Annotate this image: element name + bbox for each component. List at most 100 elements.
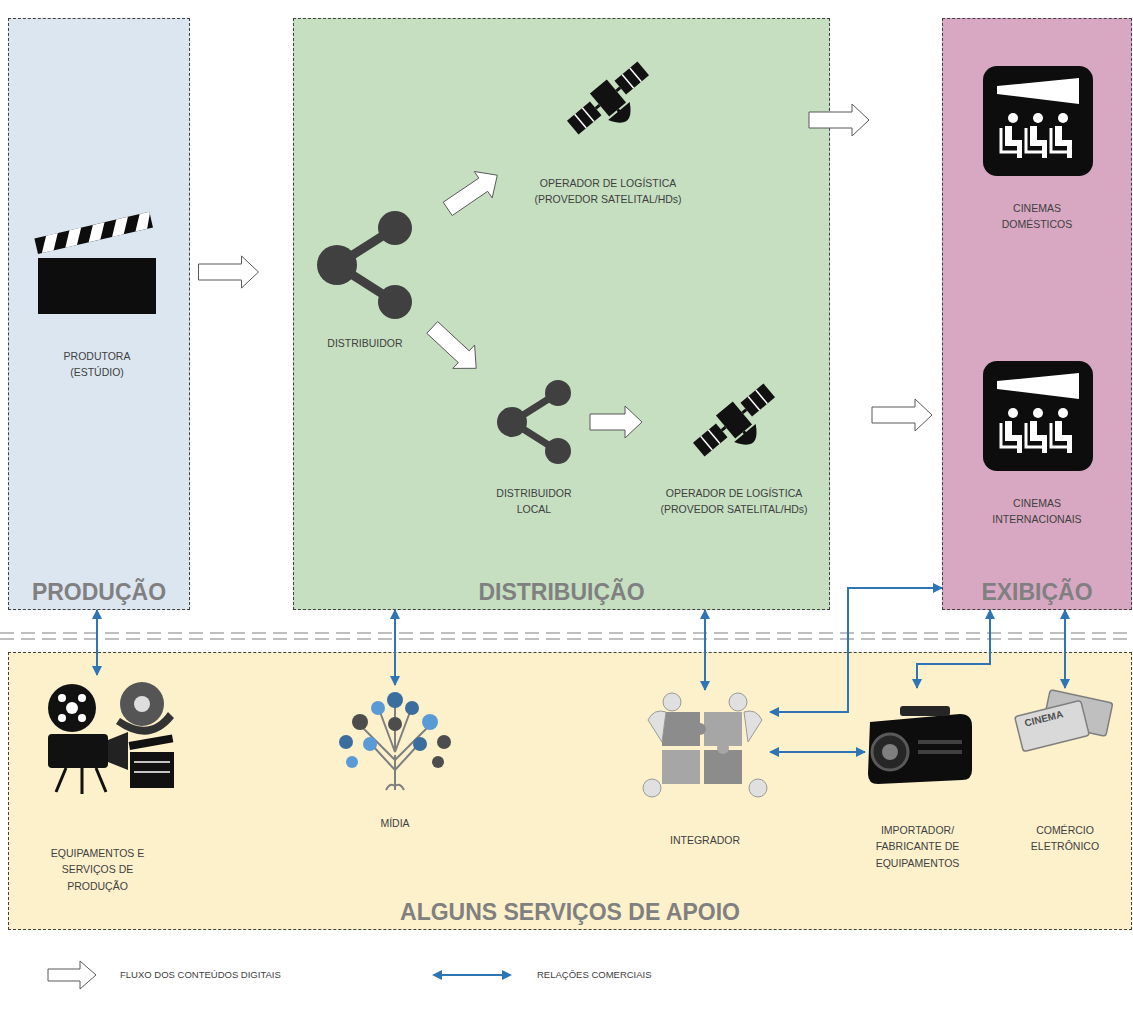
legend-text: RELAÇÕES COMERCIAIS [537,969,652,980]
media-tree-icon [405,701,419,715]
share-icon [512,393,558,422]
media-tree-icon [422,714,438,730]
process-node: INTEGRADOR [640,690,770,852]
node-label: PRODUTORA (ESTÚDIO) [42,348,152,381]
commercial-relation-line [770,751,865,753]
process-node: IMPORTADOR/ FABRICANTE DE EQUIPAMENTOS [865,688,970,875]
separator-line [0,632,1133,634]
ticket-icon [1043,690,1113,737]
media-tree-icon [371,701,385,715]
content-flow-arrow [427,322,476,369]
film-equipment-icon [56,768,66,792]
projector-icon [868,714,972,784]
share-icon [497,380,571,464]
stage-band: PRODUÇÃOPRODUTORA (ESTÚDIO) [8,18,190,610]
process-node: EQUIPAMENTOS E SERVIÇOS DE PRODUÇÃO [45,675,150,898]
clapperboard-icon [34,212,153,254]
film-equipment-icon [134,696,150,712]
projector-icon [868,706,972,784]
node-label: MÍDIA [340,815,450,831]
media-tree-icon [363,737,377,751]
stage-title: EXIBIÇÃO [943,579,1131,606]
node-label: INTEGRADOR [640,832,770,848]
media-tree-icon [413,737,427,751]
clapperboard-icon [34,212,156,314]
node-label: EQUIPAMENTOS E SERVIÇOS DE PRODUÇÃO [45,845,150,894]
media-tree-icon [360,705,430,790]
projector-icon [872,734,908,770]
stage-title: DISTRIBUIÇÃO [294,579,829,606]
share-icon [317,211,412,319]
share-icon [317,245,357,285]
media-tree-icon [386,785,404,790]
share-icon [337,265,395,302]
clapperboard-icon [132,212,153,232]
media-tree-icon [387,692,403,708]
media-tree-icon [346,756,358,768]
ticket-icon [1015,700,1090,751]
stage-band: ALGUNS SERVIÇOS DE APOIOEQUIPAMENTOS E S… [8,652,1132,930]
puzzle-people-icon [704,750,742,784]
clapperboard-icon [34,212,153,254]
media-tree-icon [352,714,368,730]
node-label: OPERADOR DE LOGÍSTICA (PROVEDOR SATELITA… [520,175,696,208]
process-node: MÍDIA [340,685,450,835]
film-equipment-icon [81,768,84,794]
commercial-relation-line [96,610,98,675]
film-equipment-icon [78,714,86,722]
clapperboard-icon [38,258,156,314]
puzzle-people-icon [662,750,700,784]
clapperboard-icon [38,233,61,253]
film-equipment-icon [116,712,174,735]
illustration-layer [689,379,788,472]
node-label: CINEMAS INTERNACIONAIS [982,495,1092,528]
separator-line [0,633,1133,639]
share-icon [378,285,412,319]
projector-icon [900,706,950,716]
ticket-icon [1015,690,1113,752]
film-equipment-icon [134,761,170,763]
separator-line [0,638,1133,640]
commercial-relation-line [704,610,706,690]
node-label: CINEMAS DOMÉSTICOS [982,200,1092,233]
film-equipment-icon [48,682,174,794]
projector-icon [918,740,962,744]
legend-relation-sample [432,970,512,980]
media-tree-icon [437,735,451,749]
film-equipment-icon [58,694,66,702]
media-tree-icon [432,756,444,768]
content-flow-arrow [809,104,869,136]
illustration-layer [983,66,1093,176]
node-label: DISTRIBUIDOR LOCAL [482,485,586,518]
film-equipment-icon [134,771,170,773]
clapperboard-icon [85,222,108,242]
process-node: CINEMAS DOMÉSTICOS [982,62,1092,237]
node-label: IMPORTADOR/ FABRICANTE DE EQUIPAMENTOS [865,822,970,871]
media-tree-icon [360,705,430,790]
share-icon [497,407,527,437]
puzzle-people-icon [648,711,666,742]
share-icon [512,422,558,451]
legend-relation-sample [502,970,512,980]
legend-flow-sample [48,961,96,989]
process-node: CINEMAS INTERNACIONAIS [982,357,1092,532]
media-tree-icon [339,735,353,749]
process-node: DISTRIBUIDOR [305,205,425,355]
process-node: OPERADOR DE LOGÍSTICA (PROVEDOR SATELITA… [646,375,822,522]
film-equipment-icon [48,734,108,768]
legend-flow-sample [48,961,96,989]
puzzle-people-icon [744,711,762,742]
share-icon [337,228,395,265]
legend-text: FLUXO DOS CONTEÚDOS DIGITAIS [120,969,281,980]
film-equipment-icon [129,734,174,750]
puzzle-people-icon [717,742,729,754]
puzzle-people-icon [749,779,767,797]
film-equipment-icon [48,684,96,732]
clapperboard-icon [108,217,131,237]
film-equipment-icon [58,714,66,722]
process-node: DISTRIBUIDOR LOCAL [482,375,586,522]
commercial-relation-line [394,610,396,685]
